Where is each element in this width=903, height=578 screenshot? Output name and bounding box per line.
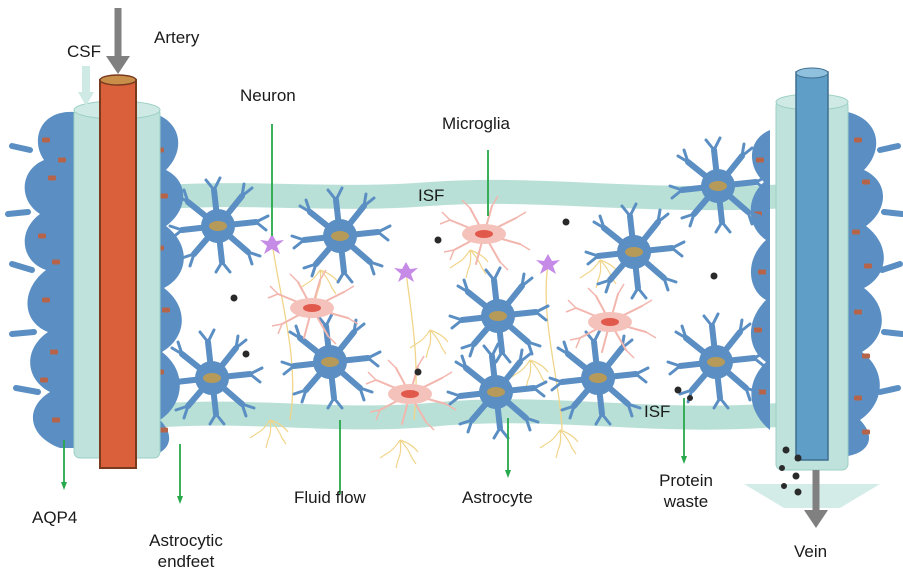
label-vein: Vein	[794, 542, 827, 562]
flow-arrows	[78, 8, 828, 528]
label-protein-waste-line1: Protein	[646, 470, 726, 491]
artery-vessel	[74, 75, 160, 468]
label-aqp4: AQP4	[32, 508, 77, 528]
label-astrocytic-endfeet-line2: endfeet	[136, 551, 236, 572]
label-protein-waste-line2: waste	[646, 491, 726, 512]
label-isf-top: ISF	[418, 186, 444, 206]
label-microglia: Microglia	[442, 114, 510, 134]
label-neuron: Neuron	[240, 86, 296, 106]
label-artery: Artery	[154, 28, 199, 48]
isf-channel-top	[150, 180, 790, 210]
label-fluid-flow: Fluid flow	[294, 488, 366, 508]
label-astrocytic-endfeet: Astrocytic endfeet	[136, 530, 236, 572]
neuron-processes	[250, 242, 618, 468]
label-astrocytic-endfeet-line1: Astrocytic	[136, 530, 236, 551]
label-csf: CSF	[67, 42, 101, 62]
label-astrocyte: Astrocyte	[462, 488, 533, 508]
label-isf-bottom: ISF	[644, 402, 670, 422]
label-protein-waste: Protein waste	[646, 470, 726, 512]
pointer-arrowheads	[61, 456, 687, 504]
